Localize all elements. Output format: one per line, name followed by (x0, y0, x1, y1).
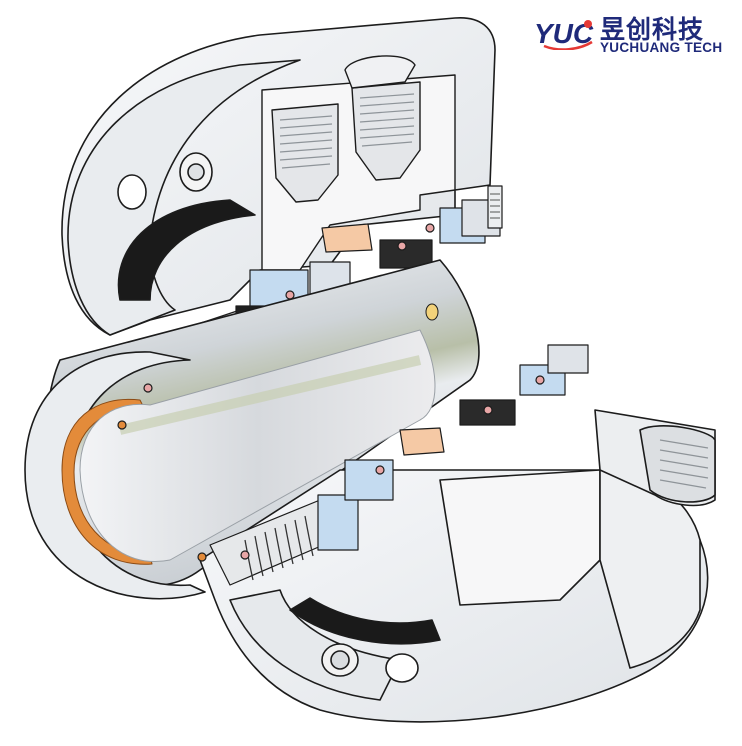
svg-text:YUC: YUC (534, 18, 594, 49)
brand-name-en: YUCHUANG TECH (600, 40, 723, 55)
upper-section-cut (261, 55, 456, 271)
lower-seal-internals (117, 344, 589, 586)
brand-name-cn: 昱创科技 (600, 15, 705, 44)
port-hole (425, 303, 439, 321)
shaft-sleeve (24, 259, 480, 600)
company-logo: YUC 昱创科技 YUCHUANG TECH (534, 10, 734, 56)
yuc-mark-icon: YUC (534, 18, 594, 50)
